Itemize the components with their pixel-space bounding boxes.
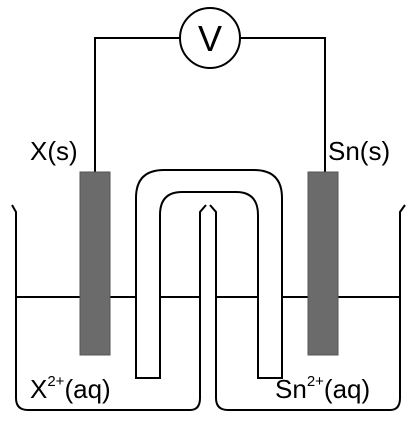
left-beaker-wall: [11, 204, 207, 411]
right-solution-state: (aq): [324, 374, 370, 404]
right-solution-ion: Sn: [275, 374, 307, 404]
salt-bridge-tube: [135, 169, 283, 379]
left-solution-label: X2+(aq): [30, 373, 111, 404]
right-solution-charge: 2+: [307, 373, 324, 390]
salt-bridge: [135, 169, 283, 379]
left-solution-state: (aq): [64, 374, 110, 404]
left-electrode-label: X(s): [30, 136, 78, 166]
right-electrode: [307, 171, 339, 356]
wire-left: [94, 37, 180, 172]
voltmeter-circle: [179, 7, 241, 69]
wire-right: [240, 37, 326, 172]
voltmeter: V: [179, 7, 241, 69]
left-solution-charge: 2+: [47, 373, 64, 390]
right-beaker-wall: [209, 204, 406, 411]
right-electrode-label: Sn(s): [328, 136, 390, 166]
right-solution-label: Sn2+(aq): [275, 373, 370, 404]
left-solution-ion: X: [30, 374, 47, 404]
left-electrode: [79, 171, 111, 356]
voltmeter-symbol: V: [198, 18, 222, 59]
external-wire: [94, 37, 326, 172]
